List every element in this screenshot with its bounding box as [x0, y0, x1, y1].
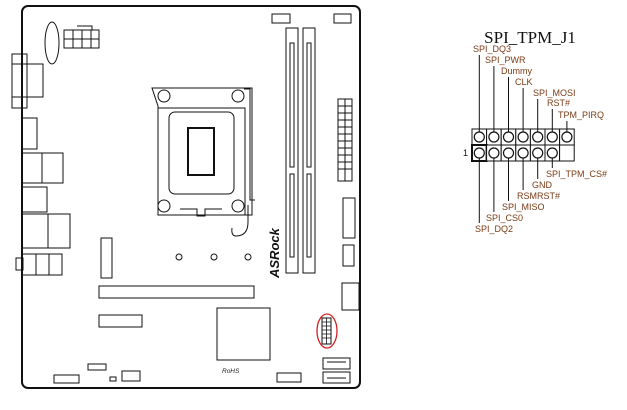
- pin-label-spi-pwr: SPI_PWR: [485, 55, 526, 65]
- spi-tpm-header-on-board[interactable]: [316, 313, 338, 349]
- pin-label-spi-tpm-cs: SPI_TPM_CS#: [546, 169, 607, 179]
- spi-tpm-pinout: SPI_TPM_J1 1 SPI_DQ3 SPI_PWR Dummy CLK S…: [463, 28, 607, 234]
- brand-logo: ASRock: [267, 227, 282, 279]
- pin-label-spi-mosi: SPI_MOSI: [533, 88, 576, 98]
- pin-label-spi-dq3: SPI_DQ3: [473, 44, 511, 54]
- pin-cell: [559, 144, 575, 162]
- pin-label-rsmrst: RSMRST#: [517, 191, 560, 201]
- header-title: SPI_TPM_J1: [484, 28, 576, 47]
- pin-label-gnd: GND: [532, 180, 553, 190]
- pin-label-dummy: Dummy: [501, 66, 532, 76]
- rohs-mark: RoHS: [222, 368, 240, 375]
- pin-label-tpm-pirq: TPM_PIRQ: [558, 110, 604, 120]
- pin-label-spi-miso: SPI_MISO: [502, 202, 545, 212]
- motherboard: ASRock RoHS: [11, 5, 361, 389]
- pin-label-spi-cs0: SPI_CS0: [486, 213, 523, 223]
- pin1-marker: 1: [463, 148, 468, 158]
- cpu-socket: [151, 87, 255, 237]
- pin-label-clk: CLK: [515, 77, 533, 87]
- pin-label-spi-dq2: SPI_DQ2: [475, 224, 513, 234]
- highlight-circle: [316, 313, 338, 349]
- pin-label-rst: RST#: [547, 98, 570, 108]
